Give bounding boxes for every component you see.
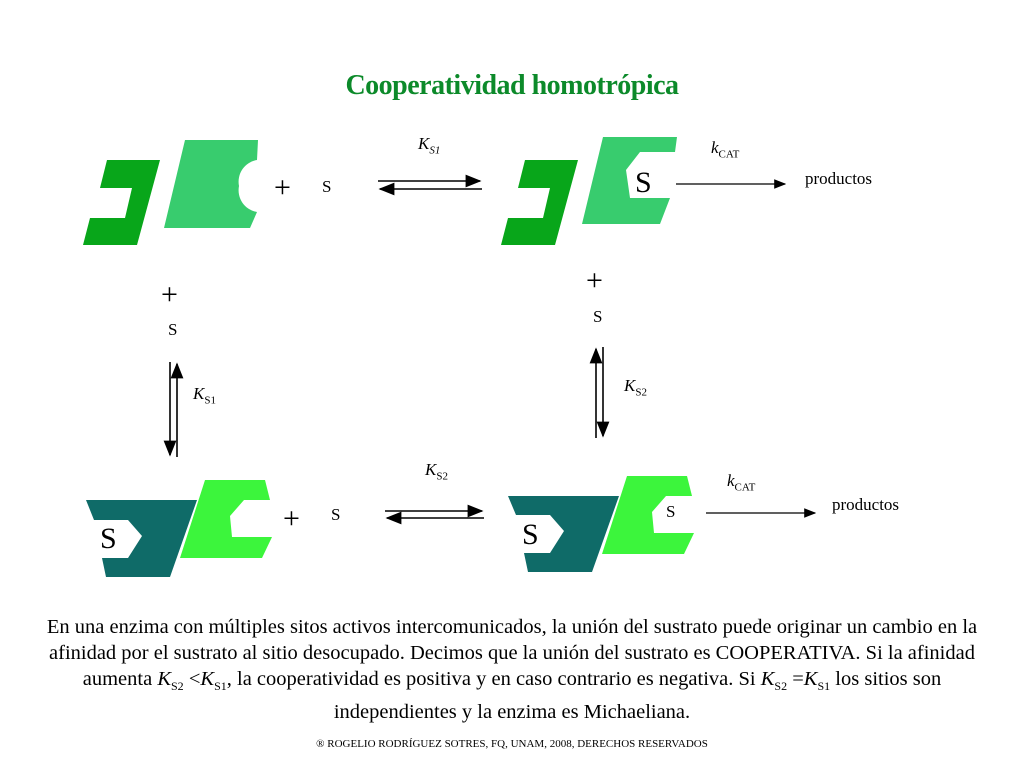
substrate-label-top: S [322,177,332,196]
enzyme-subunit-bright-bottom-right [602,476,694,554]
substrate-label-left: S [168,320,178,339]
plus-sign-left: + [161,278,178,311]
products-label-bottom: productos [832,495,900,514]
substrate-label-right: S [593,307,603,326]
enzyme-subunit-dark-top-left [83,160,160,245]
explanation-paragraph: En una enzima con múltiples sitos activo… [46,616,978,724]
products-label-top: productos [805,169,873,188]
enzyme-subunit-light-top-right [582,137,677,224]
bound-substrate-bottom-left: S [100,522,117,555]
enzyme-subunit-bright-bottom-left [180,480,272,558]
ks2-label-bottom: KS2 [425,460,448,483]
plus-sign-top: + [274,171,291,204]
ks2-label-right: KS2 [624,376,647,399]
enzyme-subunit-light-top-left [164,140,258,228]
bound-substrate-top-right: S [635,166,652,199]
kcat-label-bottom: kCAT [727,471,756,494]
bound-substrate-bottom-right-teal: S [522,518,539,551]
plus-sign-right: + [586,264,603,297]
enzyme-subunit-dark-top-right [501,160,578,245]
ks1-label-top: KS1 [418,134,441,157]
bound-substrate-bottom-right-green: S [666,502,676,521]
plus-sign-bottom: + [283,502,300,535]
copyright-footer: ® ROGELIO RODRÍGUEZ SOTRES, FQ, UNAM, 20… [316,738,708,750]
page-title: Cooperatividad homotrópica [345,70,679,101]
ks1-label-left: KS1 [193,384,216,407]
substrate-label-bottom: S [331,505,341,524]
kcat-label-top: kCAT [711,138,740,161]
enzyme-subunit-teal-bottom-left [86,500,197,577]
enzyme-subunit-teal-bottom-right [508,496,619,572]
